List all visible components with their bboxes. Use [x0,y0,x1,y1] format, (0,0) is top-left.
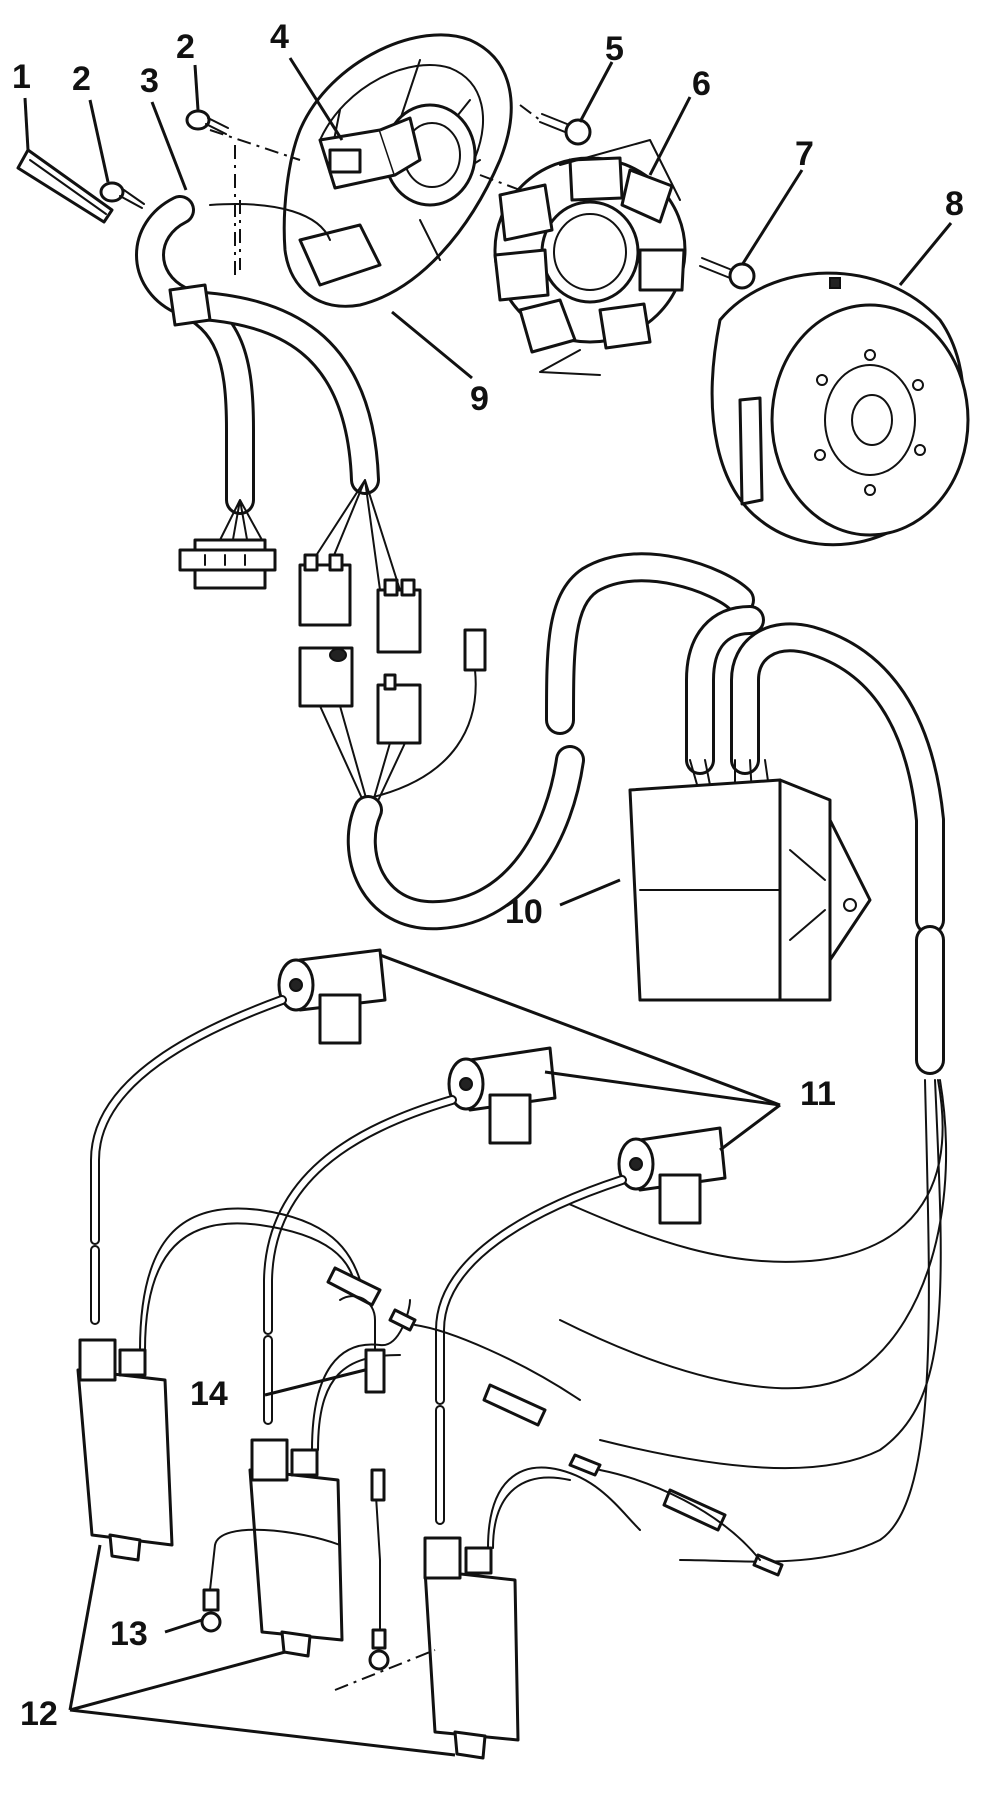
cdi-module [628,778,872,1002]
connector-lower-left [298,646,354,708]
screw-a [99,181,145,209]
pickup-coil [318,116,422,190]
ignition-coil-3 [423,1536,520,1760]
ignition-coil-1 [76,1338,174,1562]
stator-screw-lower [699,257,756,290]
stator-coil-assembly [493,139,687,376]
stator-screw-upper [539,113,592,146]
callout-3: 3 [140,62,159,100]
connector-upper-right [376,578,422,654]
bullet-connector-2 [482,1383,547,1427]
callout-13: 13 [110,1615,148,1653]
callout-9: 9 [470,380,489,418]
spark-plug-cap-3 [617,1126,727,1225]
main-harness [559,925,948,1563]
spade-terminals [388,1308,784,1577]
flywheel [710,271,970,547]
callout-8: 8 [945,185,964,223]
callout-5: 5 [605,30,624,68]
bullet-connector-3 [662,1488,727,1532]
callout-4: 4 [270,18,289,56]
spark-plug-cap-1 [277,948,387,1045]
ignition-coil-2 [248,1438,344,1658]
callout-6: 6 [692,65,711,103]
callout-1: 1 [12,58,31,96]
connector-lower-right [376,673,422,745]
callout-7: 7 [795,135,814,173]
screw-b [185,109,229,135]
callout-2-top: 2 [176,28,195,66]
regulator-harness-loop [319,552,755,931]
bullet-connector-1 [326,1266,382,1307]
single-pin-connector [359,628,487,801]
callout-labels: 1 2 2 3 4 5 6 7 8 9 10 11 12 13 14 [12,18,964,1733]
callout-11: 11 [800,1075,836,1113]
ground-wire-center [368,1468,390,1671]
callout-14: 14 [190,1375,228,1413]
assembly-centerlines [209,104,541,1691]
spark-plug-cap-2 [447,1046,557,1145]
stator-harness [135,195,401,591]
leader-lines [23,57,953,1757]
cdi-module-cables [685,605,945,935]
callout-10: 10 [505,893,543,931]
ht-leads [90,995,627,1525]
cable-tie [16,148,114,224]
connector-sleeve [339,1295,386,1394]
ground-terminal [200,1528,341,1633]
stator-connector-block [178,538,277,590]
callout-12: 12 [20,1695,58,1733]
connector-upper-left [298,553,352,627]
callout-2-left: 2 [72,60,91,98]
